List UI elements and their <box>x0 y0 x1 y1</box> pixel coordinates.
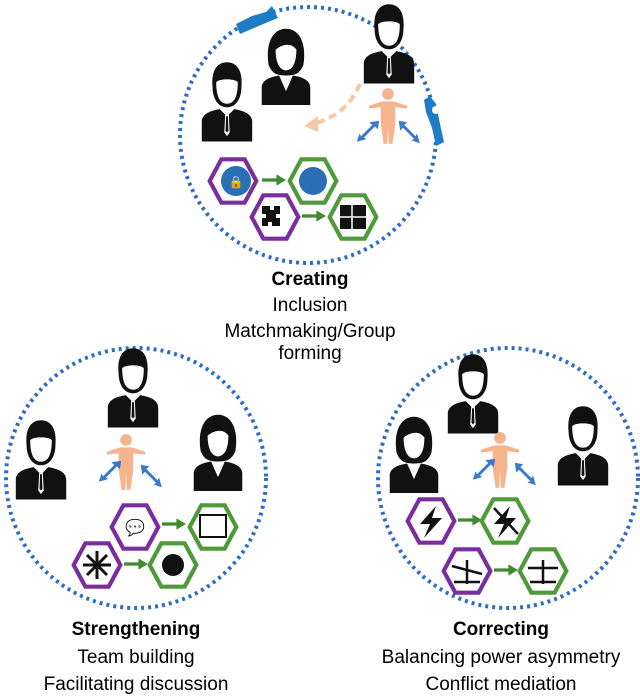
link-arrow <box>262 174 286 186</box>
creating-panel: 🔒 <box>178 4 444 265</box>
man-person-icon <box>107 348 159 428</box>
correcting-item: Conflict mediation <box>425 674 577 695</box>
correcting-panel <box>376 346 640 610</box>
link-arrow <box>458 514 482 526</box>
correcting-item: Balancing power asymmetry <box>381 647 621 668</box>
strengthening-title: Strengthening <box>71 619 201 640</box>
woman-person-icon <box>389 416 439 493</box>
double-arrow-icon <box>472 458 496 480</box>
svg-text:💬: 💬 <box>125 518 145 537</box>
strengthening-circle <box>4 346 268 610</box>
double-arrow-icon <box>514 462 536 486</box>
creating-title: Creating <box>271 269 349 290</box>
creating-item: Matchmaking/Group <box>224 321 396 342</box>
double-arrow-icon <box>398 120 420 144</box>
discussion-board-icon <box>190 505 237 548</box>
strengthening-item: Facilitating discussion <box>43 674 229 695</box>
man-person-icon <box>363 4 415 84</box>
svg-text:🔒: 🔒 <box>229 175 244 189</box>
zipper-icon <box>236 6 444 146</box>
mediator-icon <box>368 88 408 144</box>
man-person-icon <box>201 62 253 142</box>
dashed-arrow <box>311 83 362 126</box>
mediator-icon <box>106 434 146 490</box>
man-person-icon <box>447 354 499 434</box>
link-arrow <box>302 210 326 222</box>
creating-item: Inclusion <box>272 295 348 316</box>
correcting-circle <box>376 346 640 610</box>
strengthening-item: Team building <box>77 647 195 668</box>
link-arrow <box>162 518 186 530</box>
double-arrow-icon <box>98 460 122 482</box>
man-person-icon <box>15 420 67 500</box>
strengthening-panel: 💬 <box>4 346 268 610</box>
double-arrow-icon <box>356 120 380 142</box>
woman-person-icon <box>261 28 311 105</box>
mediator-icon <box>480 432 520 488</box>
double-arrow-icon <box>140 464 162 488</box>
creating-item: forming <box>278 343 342 364</box>
link-arrow <box>494 564 518 576</box>
link-arrow <box>124 558 148 570</box>
man-person-icon <box>557 406 609 486</box>
woman-person-icon <box>193 414 243 491</box>
correcting-title: Correcting <box>452 619 550 640</box>
